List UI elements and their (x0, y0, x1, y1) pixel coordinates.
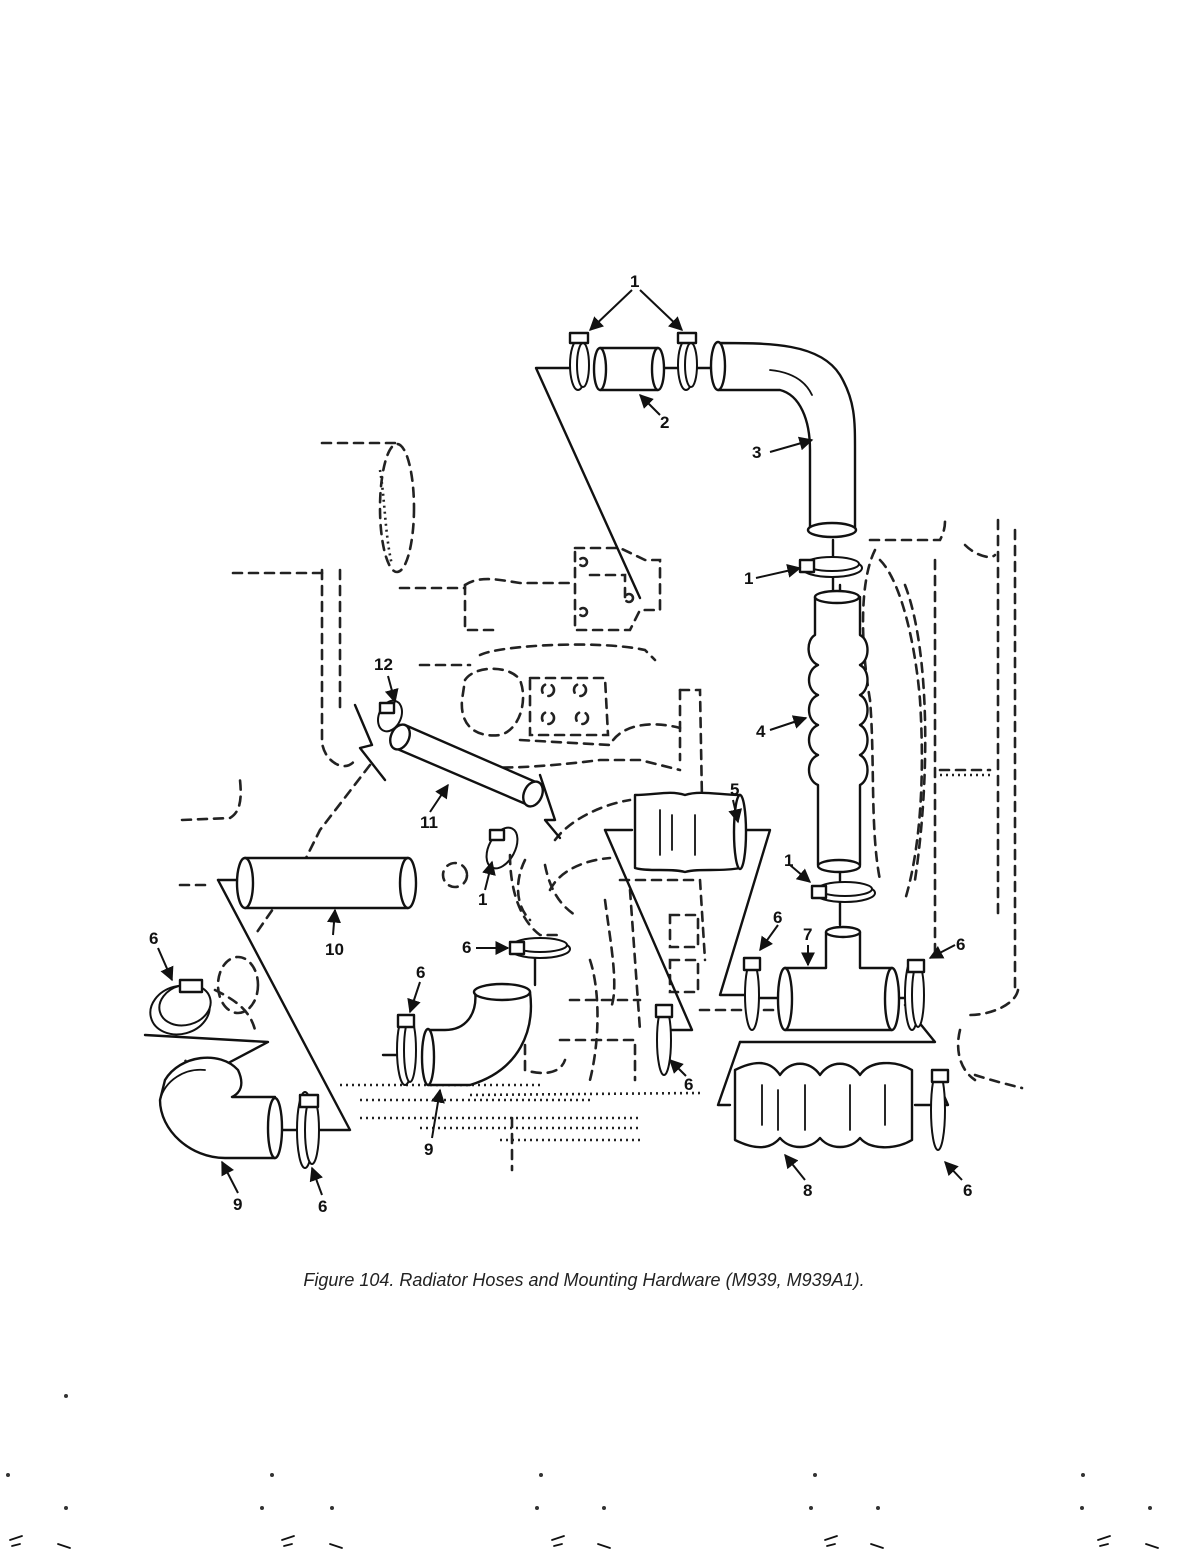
figure-caption: Figure 104. Radiator Hoses and Mounting … (303, 1270, 865, 1290)
callout-labels: 1 2 3 1 4 12 5 11 1 10 1 6 6 7 6 6 6 6 9… (149, 272, 972, 1216)
upper-elbow-hose-part-3 (709, 340, 858, 539)
callout-6-mid: 6 (684, 1075, 693, 1094)
hose-clamp-part-6-bottom-right (930, 1068, 950, 1151)
tee-fitting-part-7 (776, 925, 901, 1032)
hose-clamp-part-6-bottom-left (296, 1091, 320, 1169)
callout-6-bottom-left: 6 (318, 1197, 327, 1216)
callout-6-left: 6 (149, 929, 158, 948)
callout-10: 10 (325, 940, 344, 959)
callout-8: 8 (803, 1181, 812, 1200)
callout-1-lower-right: 1 (784, 851, 793, 870)
phantom-pipe-center (508, 853, 577, 937)
scan-artifacts (6, 1394, 1159, 1549)
callout-1-middle: 1 (478, 890, 487, 909)
hose-clamp-part-6-right-b (904, 958, 926, 1031)
callout-7: 7 (803, 925, 812, 944)
hose-clamp-part-1-middle (485, 826, 519, 870)
callout-4: 4 (756, 722, 766, 741)
elbow-hose-part-9-left (158, 1056, 284, 1160)
engine-phantom-outline (178, 441, 1024, 1172)
callout-6-mid-left: 6 (416, 963, 425, 982)
callout-3: 3 (752, 443, 761, 462)
callout-9-left: 9 (233, 1195, 242, 1214)
hose-clamp-part-1-lower-right (810, 881, 876, 903)
elbow-hose-part-9-center (420, 982, 533, 1087)
hose-clamp-part-1-top-left (568, 331, 590, 391)
angled-tube-part-11 (353, 703, 562, 840)
callout-2: 2 (660, 413, 669, 432)
hose-clamp-part-6-mid (654, 1003, 674, 1076)
corrugated-hose-part-4 (807, 589, 869, 874)
hose-clamp-part-6-mid-left (396, 1013, 417, 1086)
hose-clamp-part-6-right-a (742, 956, 762, 1031)
lower-corrugated-hose-part-8 (733, 1061, 914, 1149)
straight-hose-part-5 (633, 791, 748, 874)
callout-6-bottom-right: 6 (963, 1181, 972, 1200)
callout-arrows (157, 289, 963, 1196)
callout-6-center: 6 (462, 938, 471, 957)
straight-hose-part-10 (235, 856, 418, 910)
hose-clamp-part-1-upper-right (798, 556, 863, 578)
callout-6-right-a: 6 (773, 908, 782, 927)
hose-clamp-part-6-center (508, 937, 571, 959)
callout-12: 12 (374, 655, 393, 674)
callout-1-top: 1 (630, 272, 639, 291)
callout-11: 11 (420, 813, 438, 832)
hose-clamp-part-1-top-right (676, 331, 698, 391)
short-hose-part-2 (592, 346, 666, 392)
callout-1-upper-right: 1 (744, 569, 753, 588)
callout-5: 5 (730, 780, 739, 799)
callout-6-right-b: 6 (956, 935, 965, 954)
callout-9-center: 9 (424, 1140, 433, 1159)
hose-clamp-part-6-left (149, 978, 212, 1036)
